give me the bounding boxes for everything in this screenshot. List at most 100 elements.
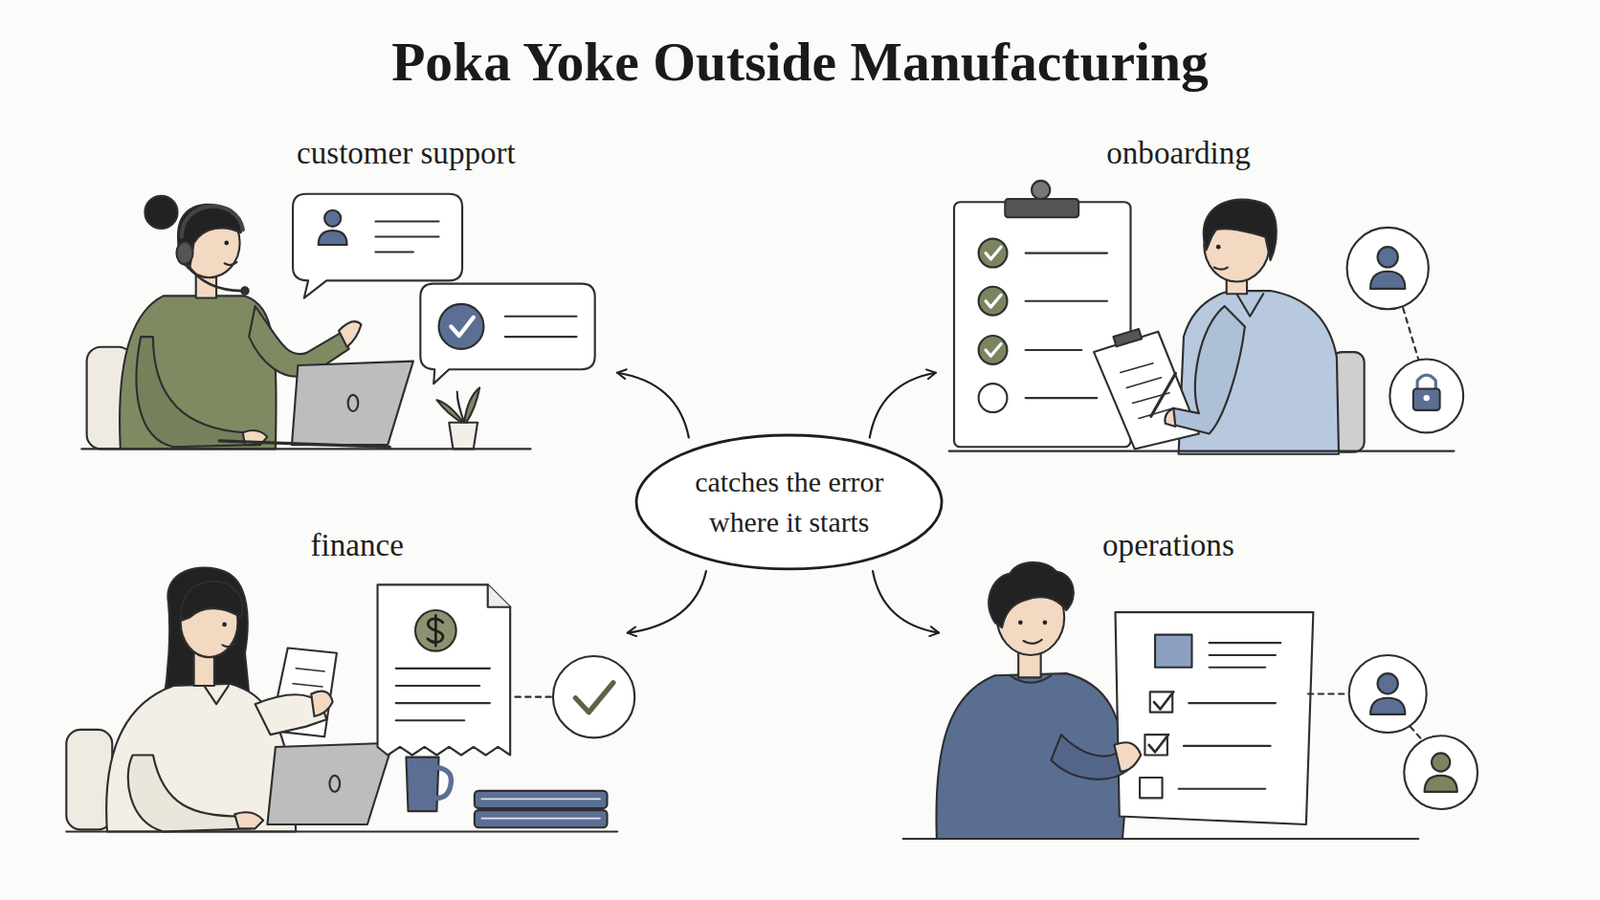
operations-scene-part xyxy=(1377,673,1399,694)
onboarding-scene-part xyxy=(949,450,1455,453)
finance-scene-part xyxy=(66,830,618,833)
support-scene-part xyxy=(186,263,244,291)
support-scene-part xyxy=(144,196,178,229)
finance-scene-part xyxy=(481,799,600,819)
operations-scene-part xyxy=(1424,776,1458,793)
finance-scene-part xyxy=(436,767,451,799)
operations-scene-part xyxy=(1178,703,1276,790)
scene-panel: operations xyxy=(938,522,1469,840)
support-scene-part xyxy=(181,206,244,238)
operations-scene-part xyxy=(1149,734,1169,753)
finance-scene-part xyxy=(66,730,112,831)
operations-scene xyxy=(903,562,1478,840)
finance-scene-part xyxy=(163,567,251,705)
operations-scene-part xyxy=(1018,620,1023,625)
operations-scene-part xyxy=(1349,655,1427,734)
finance-scene-part xyxy=(181,581,244,622)
support-scene-part xyxy=(505,316,578,337)
onboarding-scene-part xyxy=(985,294,1001,308)
finance-scene-part xyxy=(266,743,393,825)
finance-scene-part xyxy=(329,776,340,793)
curved-arrow xyxy=(627,571,707,634)
onboarding-scene-part xyxy=(1389,359,1464,434)
support-scene-part xyxy=(223,241,229,246)
support-scene-part xyxy=(81,447,531,450)
scene-heading: finance xyxy=(153,525,562,567)
finance-scene-part xyxy=(415,610,457,652)
ellipse-outline xyxy=(634,433,944,572)
operations-scene-part xyxy=(1431,753,1450,772)
onboarding-scene-part xyxy=(1025,253,1108,399)
operations-scene-part xyxy=(1043,620,1048,625)
support-scene-part xyxy=(338,321,361,348)
onboarding-scene-part xyxy=(978,287,1008,316)
finance-scene xyxy=(66,567,635,832)
onboarding-scene-part xyxy=(978,335,1008,365)
operations-scene-part xyxy=(1139,777,1162,799)
support-scene-part xyxy=(436,387,480,423)
onboarding-scene-part xyxy=(1216,244,1222,250)
support-scene-part xyxy=(219,441,390,447)
operations-scene-part xyxy=(1155,635,1192,668)
onboarding-scene xyxy=(949,180,1464,455)
scene-panel: finance xyxy=(61,522,628,840)
onboarding-scene-part xyxy=(985,246,1001,260)
ellipse-text-wrap: catches the error where it starts xyxy=(634,433,944,572)
operations-scene-part xyxy=(1403,735,1478,810)
finance-scene-part xyxy=(405,757,439,813)
finance-scene-part xyxy=(514,696,551,699)
onboarding-scene-part xyxy=(1203,200,1277,261)
onboarding-scene-part xyxy=(1168,306,1245,434)
support-scene-part xyxy=(176,242,193,265)
curved-arrow xyxy=(617,373,689,439)
support-scene-part xyxy=(420,284,595,385)
curved-arrow xyxy=(869,373,936,439)
support-scene xyxy=(81,194,595,450)
onboarding-scene-part xyxy=(1370,271,1405,289)
finance-scene-part xyxy=(488,584,511,607)
finance-scene-part xyxy=(553,656,635,738)
ellipse-node: catches the error where it starts xyxy=(634,433,944,572)
support-scene-part xyxy=(318,230,348,245)
onboarding-scene-part xyxy=(985,344,1001,357)
support-scene-part xyxy=(324,210,341,227)
operations-scene-part xyxy=(988,562,1073,628)
node-label: catches the error where it starts xyxy=(669,462,911,544)
onboarding-scene-part xyxy=(1214,267,1228,270)
operations-scene-part xyxy=(1308,692,1345,695)
onboarding-scene-part xyxy=(1151,373,1177,417)
operations-scene-part xyxy=(1209,643,1282,668)
curved-arrow xyxy=(872,571,939,634)
scene-heading: operations xyxy=(964,525,1374,567)
support-scene-part xyxy=(292,194,463,299)
support-scene-part xyxy=(291,361,414,445)
onboarding-scene-part xyxy=(1417,375,1436,390)
operations-scene-part xyxy=(935,673,1128,840)
onboarding-scene-part xyxy=(1347,227,1429,310)
finance-scene-part xyxy=(396,668,490,721)
scene-panel: onboarding xyxy=(935,129,1467,454)
onboarding-scene-part xyxy=(1164,408,1176,427)
finance-scene-part xyxy=(234,812,264,829)
operations-scene-part xyxy=(1023,640,1043,645)
onboarding-scene-part xyxy=(1413,388,1441,410)
operations-scene-part xyxy=(1114,612,1313,825)
support-scene-part xyxy=(450,317,473,336)
onboarding-scene-part xyxy=(954,201,1131,447)
finance-scene-part xyxy=(222,644,235,647)
support-scene-part xyxy=(375,222,439,253)
onboarding-scene-part xyxy=(1236,293,1264,316)
finance-scene-part xyxy=(377,584,512,756)
support-scene-part xyxy=(136,336,256,447)
onboarding-scene-part xyxy=(1112,329,1142,347)
finance-scene-part xyxy=(203,686,229,705)
operations-scene-part xyxy=(1154,691,1174,710)
finance-scene-part xyxy=(427,615,444,646)
onboarding-scene-part xyxy=(1093,332,1200,450)
operations-scene-part xyxy=(1113,742,1141,772)
support-scene-part xyxy=(448,422,478,450)
support-scene-part xyxy=(224,262,238,266)
onboarding-scene-part xyxy=(978,239,1008,268)
